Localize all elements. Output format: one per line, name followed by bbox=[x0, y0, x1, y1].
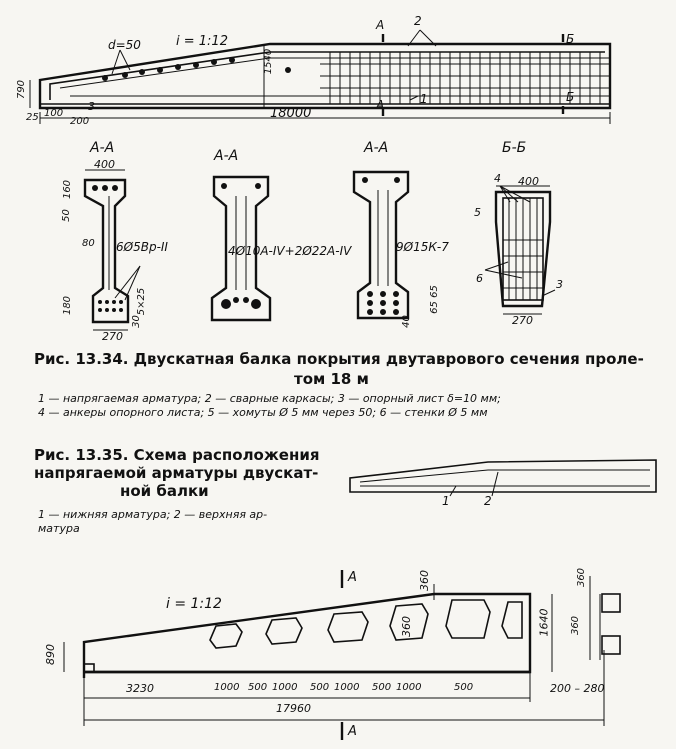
cut-b-bottom: Б bbox=[566, 90, 575, 104]
side-dim-360-a: 360 bbox=[576, 567, 588, 588]
dim-50: 50 bbox=[60, 209, 72, 222]
dim-1000-2: 1000 bbox=[272, 682, 298, 693]
figure-13-35-caption-1: Рис. 13.35. Схема расположения bbox=[34, 446, 320, 464]
section-bb bbox=[484, 185, 556, 315]
section-aa3-title: А-А bbox=[364, 140, 389, 156]
dim-80: 80 bbox=[82, 238, 95, 249]
dim-200: 200 bbox=[70, 116, 90, 127]
dim-1000-1: 1000 bbox=[214, 682, 240, 693]
width-270-a: 270 bbox=[102, 330, 123, 343]
width-400-b: 400 bbox=[518, 175, 539, 188]
figure-13-35-caption-3: ной балки bbox=[120, 482, 209, 500]
slope-label-top: i = 1:12 bbox=[176, 34, 228, 49]
dim-500-3: 500 bbox=[372, 682, 392, 693]
dim-500-4: 500 bbox=[454, 682, 474, 693]
rebar-label-1: 6Ø5Вр-II bbox=[116, 240, 168, 254]
span-18000: 18000 bbox=[270, 106, 312, 121]
width-270-b: 270 bbox=[512, 314, 533, 327]
callout-6: 6 bbox=[476, 272, 483, 285]
height-1540: 1540 bbox=[263, 48, 275, 75]
cut-a-bottom: A bbox=[376, 98, 385, 112]
dim-890: 890 bbox=[44, 644, 57, 665]
dim-360-mid: 360 bbox=[400, 616, 413, 637]
dim-180: 180 bbox=[62, 295, 74, 316]
callout-2-top: 2 bbox=[414, 14, 422, 28]
callout-3-top: 3 bbox=[88, 100, 95, 113]
dim-360-top: 360 bbox=[418, 570, 431, 591]
section-aa-2 bbox=[210, 175, 272, 322]
side-dim-360-b: 360 bbox=[570, 615, 582, 636]
cut-b-top: Б bbox=[566, 32, 575, 46]
scheme-callout-2: 2 bbox=[484, 494, 492, 508]
dim-5x25: 5×25 bbox=[136, 287, 148, 316]
callout-4: 4 bbox=[494, 172, 501, 185]
hole-diameter-label: d=50 bbox=[108, 38, 141, 52]
figure-13-35-legend-2: матура bbox=[38, 522, 80, 535]
section-aa-3 bbox=[352, 170, 410, 320]
dim-500-1: 500 bbox=[248, 682, 268, 693]
section-aa1-title: А-А bbox=[90, 140, 115, 156]
dim-65-65: 65 65 bbox=[428, 285, 440, 314]
rebar-label-2: 4Ø10А-IV+2Ø22А-IV bbox=[228, 244, 352, 258]
figure-13-34-caption-1: Рис. 13.34. Двускатная балка покрытия дв… bbox=[34, 350, 644, 368]
section-aa-1 bbox=[83, 169, 141, 331]
figure-13-35-legend-1: 1 — нижняя арматура; 2 — верхняя ар- bbox=[38, 508, 268, 521]
prestress-scheme bbox=[349, 459, 657, 497]
dim-500-2: 500 bbox=[310, 682, 330, 693]
dim-160: 160 bbox=[62, 179, 74, 200]
figure-13-34-legend-1: 1 — напрягаемая арматура; 2 — сварные ка… bbox=[38, 392, 501, 405]
height-790: 790 bbox=[16, 79, 28, 100]
dim-30: 30 bbox=[130, 315, 142, 328]
cut-a-top-bottom-beam: A bbox=[348, 570, 357, 585]
callout-3-section: 3 bbox=[556, 278, 563, 291]
rebar-label-3: 9Ø15К-7 bbox=[396, 240, 449, 254]
bottom-beam-elevation bbox=[63, 570, 621, 740]
figure-13-34-legend-2: 4 — анкеры опорного листа; 5 — хомуты Ø … bbox=[38, 406, 488, 419]
cut-a-bottom-bottom-beam: A bbox=[348, 724, 357, 739]
welded-cage-hatch bbox=[320, 52, 610, 104]
cut-a-top: A bbox=[376, 18, 385, 32]
callout-5: 5 bbox=[474, 206, 481, 219]
width-400-a: 400 bbox=[94, 158, 115, 171]
dim-100: 100 bbox=[44, 108, 64, 119]
scheme-callout-1: 1 bbox=[442, 494, 450, 508]
figure-13-35-caption-2: напрягаемой арматуры двускат- bbox=[34, 464, 319, 482]
top-beam-elevation bbox=[29, 29, 612, 124]
web-holes bbox=[102, 57, 291, 81]
figure-13-34-caption-2: том 18 м bbox=[294, 370, 369, 388]
slope-label-bottom: i = 1:12 bbox=[166, 596, 222, 612]
dim-1000-4: 1000 bbox=[396, 682, 422, 693]
dim-200-280: 200 – 280 bbox=[550, 682, 605, 695]
dim-1640: 1640 bbox=[537, 608, 551, 637]
dim-3230: 3230 bbox=[126, 682, 154, 695]
dim-40: 40 bbox=[400, 315, 412, 328]
dim-1000-3: 1000 bbox=[334, 682, 360, 693]
dim-25: 25 bbox=[26, 112, 39, 123]
section-bb-title: Б-Б bbox=[502, 140, 527, 156]
section-aa2-title: А-А bbox=[214, 148, 239, 164]
callout-1-top: 1 bbox=[420, 92, 428, 106]
dim-17960: 17960 bbox=[276, 702, 311, 715]
